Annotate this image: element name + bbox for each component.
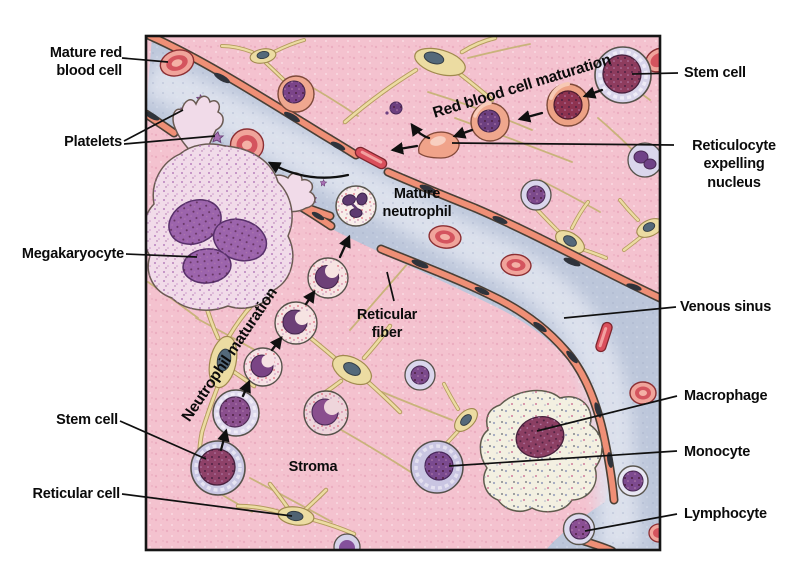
stroma-cells bbox=[277, 75, 660, 550]
figure-border bbox=[144, 34, 662, 552]
leader-monocyte bbox=[448, 450, 678, 467]
reticular-cell-top-center bbox=[342, 36, 498, 125]
cell-lavender-mid bbox=[520, 179, 552, 211]
cell-lavender-right bbox=[627, 142, 660, 178]
label-stroma: Stroma bbox=[288, 459, 338, 475]
leader-lines bbox=[119, 57, 679, 532]
leader-megakaryocyte bbox=[125, 253, 198, 258]
label-reticular-fiber: Reticular fiber bbox=[356, 307, 418, 342]
macrophage-cell bbox=[479, 389, 603, 513]
myelocyte bbox=[243, 347, 283, 387]
label-stem-cell-right: Stem cell bbox=[684, 65, 746, 81]
reticular-cell-mid-right bbox=[440, 382, 478, 450]
leader-stem-cell-right bbox=[631, 72, 679, 75]
leader-mature-rbc bbox=[121, 57, 169, 63]
band-cell bbox=[307, 257, 349, 299]
cell-salmon-top-left bbox=[277, 75, 315, 113]
cell-speckled-center bbox=[303, 390, 349, 436]
reticular-cell-right-edge bbox=[618, 198, 660, 252]
leader-reticular-fiber bbox=[386, 271, 395, 302]
megakaryocyte-cell bbox=[146, 95, 316, 311]
mature-neutrophil-cell bbox=[335, 185, 377, 227]
erythroblast-late bbox=[470, 101, 510, 142]
promyelocyte bbox=[212, 389, 260, 437]
label-venous-sinus: Venous sinus bbox=[680, 299, 772, 315]
sinus-cell bbox=[617, 465, 649, 497]
label-reticulocyte-expelling-nucleus: Reticulocyte expelling nucleus bbox=[692, 138, 776, 191]
label-macrophage: Macrophage bbox=[684, 388, 768, 404]
rbc-side-view bbox=[354, 146, 388, 170]
label-lymphocyte: Lymphocyte bbox=[684, 506, 767, 522]
label-mature-red-blood-cell: Mature red blood cell bbox=[49, 45, 122, 80]
leader-macrophage bbox=[536, 395, 678, 432]
reticular-cell-center bbox=[295, 323, 403, 415]
stem-cell-top bbox=[594, 46, 652, 104]
label-megakaryocyte: Megakaryocyte bbox=[21, 246, 124, 262]
leader-stem-cell-left bbox=[119, 420, 207, 460]
maturation-arrows bbox=[217, 86, 604, 452]
leader-reticular-cell bbox=[121, 493, 293, 517]
label-mature-neutrophil: Mature neutrophil bbox=[382, 186, 452, 221]
leader-lymphocyte bbox=[584, 513, 678, 532]
stem-cell-bottom bbox=[190, 440, 246, 496]
label-stem-cell-left: Stem cell bbox=[56, 412, 118, 428]
rbc-side-view bbox=[595, 321, 613, 353]
leader-platelets-1 bbox=[123, 109, 184, 142]
label-reticular-cell: Reticular cell bbox=[32, 486, 121, 502]
neutrophil-maturation-series bbox=[190, 257, 349, 496]
label-platelets: Platelets bbox=[64, 134, 122, 150]
endothelial-nuclei bbox=[146, 72, 642, 468]
label-monocyte: Monocyte bbox=[684, 444, 751, 460]
monocyte-cell bbox=[410, 440, 464, 494]
leader-platelets-2 bbox=[123, 135, 216, 145]
cell-bottom-partial bbox=[333, 533, 361, 550]
reticular-cell-left bbox=[197, 302, 257, 473]
expelled-nucleus bbox=[385, 101, 403, 115]
erythroblast-early bbox=[546, 82, 590, 127]
leader-reticulocyte bbox=[451, 142, 675, 146]
leader-venous-sinus bbox=[563, 306, 677, 319]
reticular-cell-bottom bbox=[235, 481, 357, 537]
rbc-maturation-series bbox=[385, 46, 652, 159]
cell-lavender-center bbox=[404, 359, 436, 391]
metamyelocyte bbox=[274, 301, 318, 345]
lymphocyte-cell bbox=[562, 512, 596, 546]
